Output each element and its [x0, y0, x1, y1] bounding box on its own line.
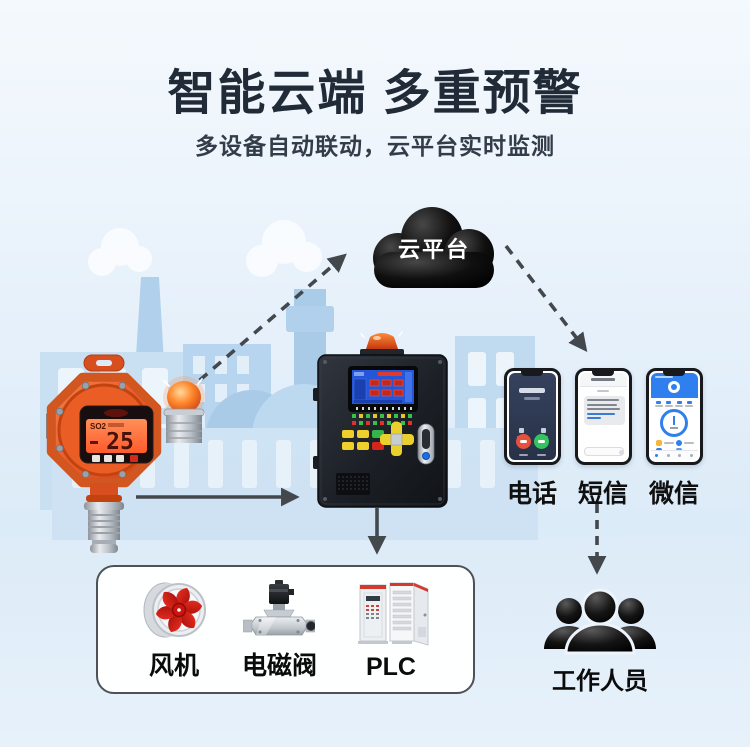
screen-tick-row [356, 407, 412, 410]
actuator-label: 风机 [148, 652, 199, 680]
actuator-plc: PLC [352, 579, 430, 682]
detector-gas-label: SO2 [90, 422, 107, 431]
status-ring [660, 409, 688, 437]
decline-call-icon [515, 434, 531, 449]
detector-buttons [92, 455, 138, 462]
sms-screen [579, 373, 627, 460]
smoke-clouds [88, 220, 322, 277]
cloud-platform: 云平台 [366, 200, 502, 292]
channel-label: 电话 [506, 480, 557, 508]
detector-reading: 25 [106, 429, 134, 455]
notification-channels: 电话 短信 [500, 368, 706, 510]
sms-bubble [583, 396, 625, 425]
controller-beacon-icon [366, 333, 398, 349]
sensor-head [84, 502, 124, 510]
fan-icon [143, 582, 206, 638]
plc-cabinet-icon [357, 582, 429, 646]
alarm-beacon-icon [167, 381, 201, 413]
phone-notch [663, 371, 685, 376]
actuator-label: 电磁阀 [241, 652, 317, 680]
actuator-valve: 电磁阀 [242, 572, 317, 682]
cloud-icon [373, 207, 494, 288]
phone-sms-icon [574, 368, 632, 465]
channel-label: 短信 [577, 480, 628, 508]
solenoid-valve-icon [243, 580, 316, 636]
staff-group-icon [544, 588, 656, 655]
page-subtitle: 多设备自动联动，云平台实时监测 [195, 133, 555, 159]
led-strip [352, 414, 412, 425]
actuator-label: PLC [365, 653, 416, 681]
phone-call-icon [503, 368, 561, 465]
phone-notch [592, 371, 614, 376]
alarm-controller [313, 331, 448, 508]
channel-label: 微信 [648, 480, 699, 508]
vent-grille [336, 473, 370, 495]
dpad-buttons [380, 422, 414, 456]
staff-label: 工作人员 [552, 668, 648, 695]
actuator-fan: 风机 [141, 572, 207, 682]
accept-call-icon [533, 434, 549, 449]
gas-detector: SO2 25 [46, 354, 205, 553]
phone-wechat-icon [645, 368, 703, 465]
door-handle [417, 423, 435, 465]
channel-sms: 短信 [571, 368, 635, 510]
cloud-label: 云平台 [397, 237, 470, 262]
wechat-screen [650, 373, 698, 460]
channel-phone-call: 电话 [500, 368, 564, 510]
phone-notch [521, 371, 543, 376]
channel-wechat: 微信 [642, 368, 706, 510]
call-screen [508, 373, 556, 460]
page-title: 智能云端 多重预警 [167, 67, 583, 120]
actuator-panel: 风机 [96, 565, 475, 694]
